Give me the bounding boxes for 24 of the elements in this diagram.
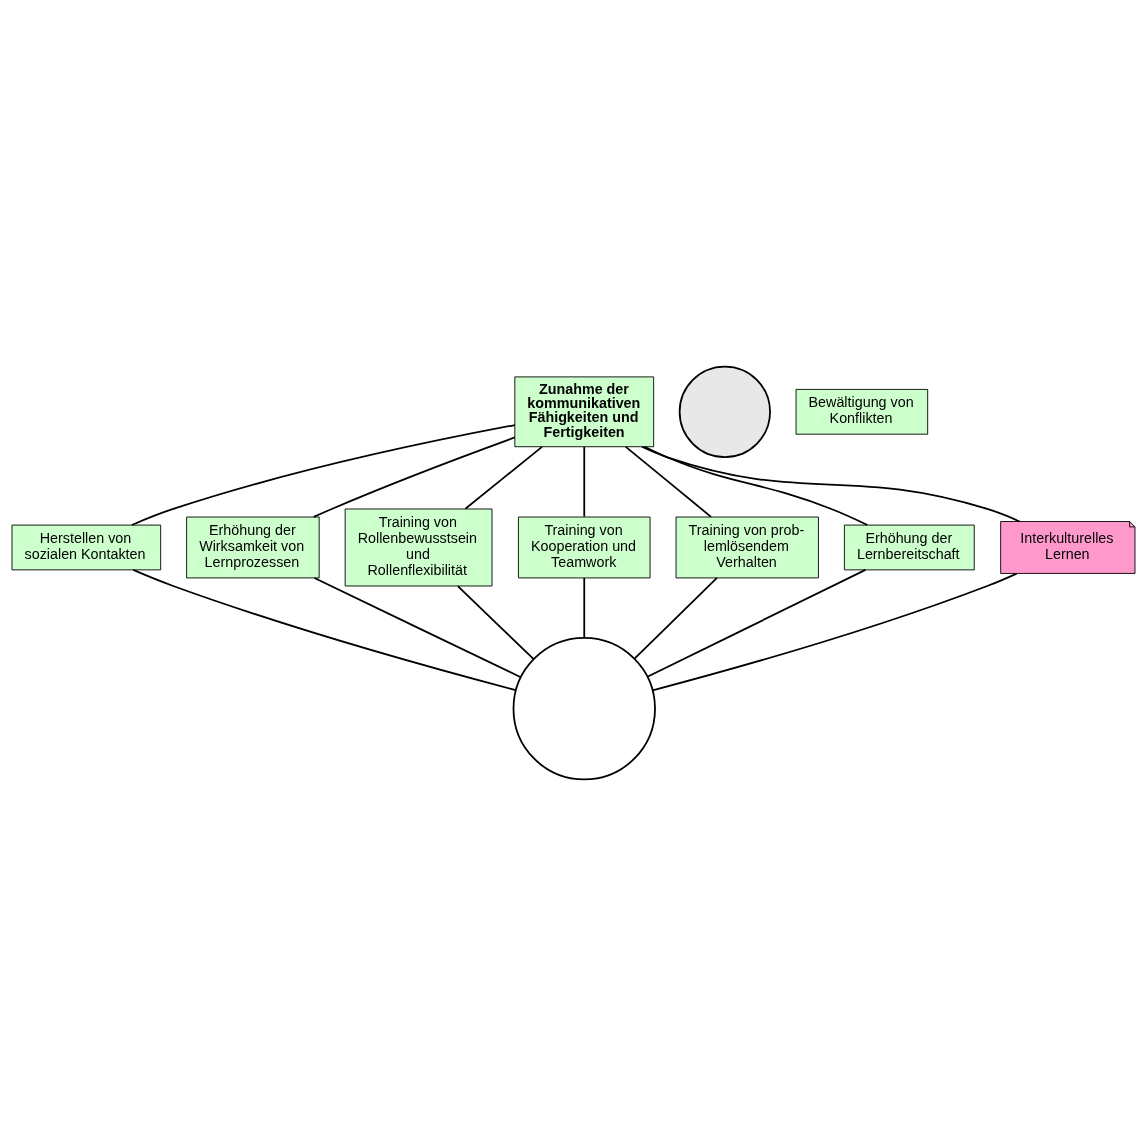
node-box: Bewältigung von Konflikten: [795, 388, 929, 435]
node-circle: [678, 365, 771, 458]
connector: [624, 445, 712, 518]
connector: [131, 423, 516, 526]
connector: [583, 445, 586, 517]
connector: [132, 568, 517, 691]
connector: [651, 572, 1018, 691]
node-box: Herstellen von sozialen Kontakten: [11, 524, 162, 570]
connector: [633, 576, 718, 659]
node-box: Training von prob- lemlösendem Verhalten: [675, 516, 819, 578]
connector: [312, 436, 516, 518]
node-circle: [512, 636, 656, 780]
connector: [641, 445, 1021, 522]
connector: [464, 445, 543, 510]
connector: [643, 445, 869, 526]
node-box: Training von Kooperation und Teamwork: [517, 516, 651, 578]
node-box: Training von Rollenbewusstsein und Rollenflexibilität: [344, 508, 493, 586]
node-box: Erhöhung der Lernbereitschaft: [843, 524, 975, 570]
connector: [456, 584, 535, 660]
connector: [646, 568, 867, 678]
node-box: Zunahme der kommunikativen Fähigkeiten und Fertigkeiten: [514, 375, 655, 447]
connector: [313, 576, 522, 678]
node-box: Erhöhung der Wirksamkeit von Lernprozessen: [186, 516, 320, 578]
connector: [583, 576, 586, 639]
